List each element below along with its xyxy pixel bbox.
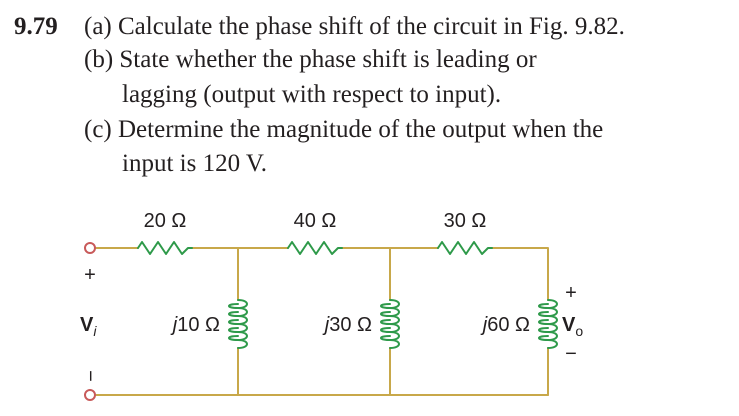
inductor-10-label: j10 Ω <box>170 314 220 336</box>
input-plus: + <box>84 264 96 286</box>
input-minus: − <box>79 370 101 382</box>
problem-part-b-line1: (b) State whether the phase shift is lea… <box>84 46 537 73</box>
problem-part-a: (a) Calculate the phase shift of the cir… <box>84 13 625 40</box>
inductor-60-label: j60 Ω <box>480 314 530 336</box>
problem-part-b-line2: lagging (output with respect to input). <box>122 81 502 108</box>
output-minus: − <box>565 343 577 365</box>
resistor-40-label: 40 Ω <box>294 210 337 232</box>
problem-part-c-line2: input is 120 V. <box>122 150 267 177</box>
problem-part-c-line1: (c) Determine the magnitude of the outpu… <box>84 116 604 143</box>
inductor-30-label: j30 Ω <box>322 314 372 336</box>
resistor-20 <box>137 241 193 255</box>
top-wire <box>95 247 549 281</box>
problem-text: 9.79 (a) Calculate the phase shift of th… <box>0 0 739 190</box>
inductor-60 <box>538 299 558 349</box>
output-voltage-label: Vo <box>562 314 583 339</box>
inductor-30 <box>380 299 400 349</box>
input-voltage-label: Vi <box>80 314 97 339</box>
input-terminal-top <box>84 242 96 254</box>
input-terminal-bottom <box>84 389 96 401</box>
problem-number: 9.79 <box>14 13 58 40</box>
resistor-20-label: 20 Ω <box>144 210 187 232</box>
resistor-30-label: 30 Ω <box>444 210 487 232</box>
resistor-40 <box>287 241 343 255</box>
inductor-10 <box>228 299 248 349</box>
resistor-30 <box>437 241 493 255</box>
output-plus: + <box>565 282 577 304</box>
